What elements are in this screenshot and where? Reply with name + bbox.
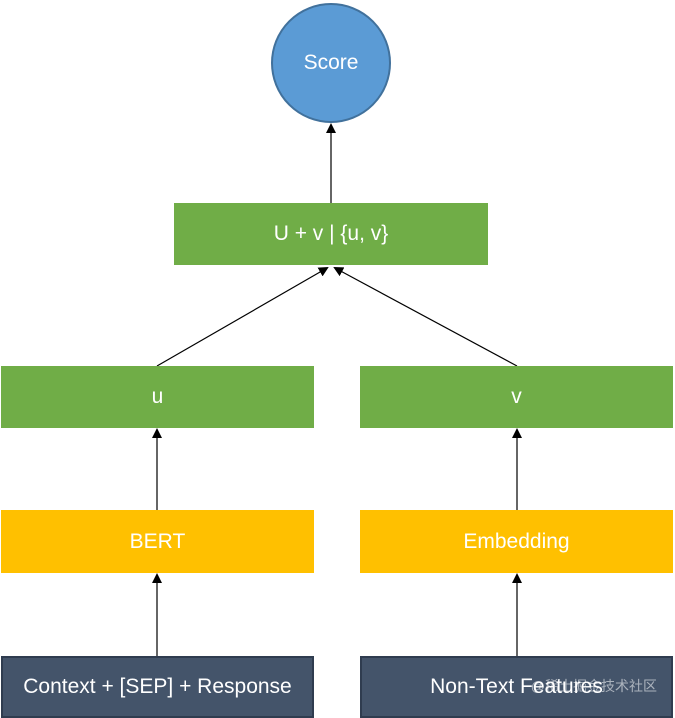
bert-node: BERT <box>1 510 314 573</box>
features-input-label: Non-Text Features <box>430 675 603 698</box>
v-node: v <box>360 366 673 428</box>
context-input-label: Context + [SEP] + Response <box>23 675 292 698</box>
v-label: v <box>511 385 522 408</box>
combine-node: U + v | {u, v} <box>174 203 488 265</box>
score-node: Score <box>271 3 391 123</box>
context-input-node: Context + [SEP] + Response <box>1 656 314 718</box>
bert-label: BERT <box>129 529 186 553</box>
embedding-label: Embedding <box>463 529 570 553</box>
features-input-node: Non-Text Features <box>360 656 673 718</box>
watermark: @稀土掘金技术社区 <box>530 678 657 694</box>
arrow-v-to-combine <box>333 267 518 367</box>
u-label: u <box>151 385 164 408</box>
score-label: Score <box>303 51 359 74</box>
combine-label: U + v | {u, v} <box>273 222 389 245</box>
u-node: u <box>1 366 314 428</box>
embedding-node: Embedding <box>360 510 673 573</box>
arrow-u-to-combine <box>156 267 329 367</box>
